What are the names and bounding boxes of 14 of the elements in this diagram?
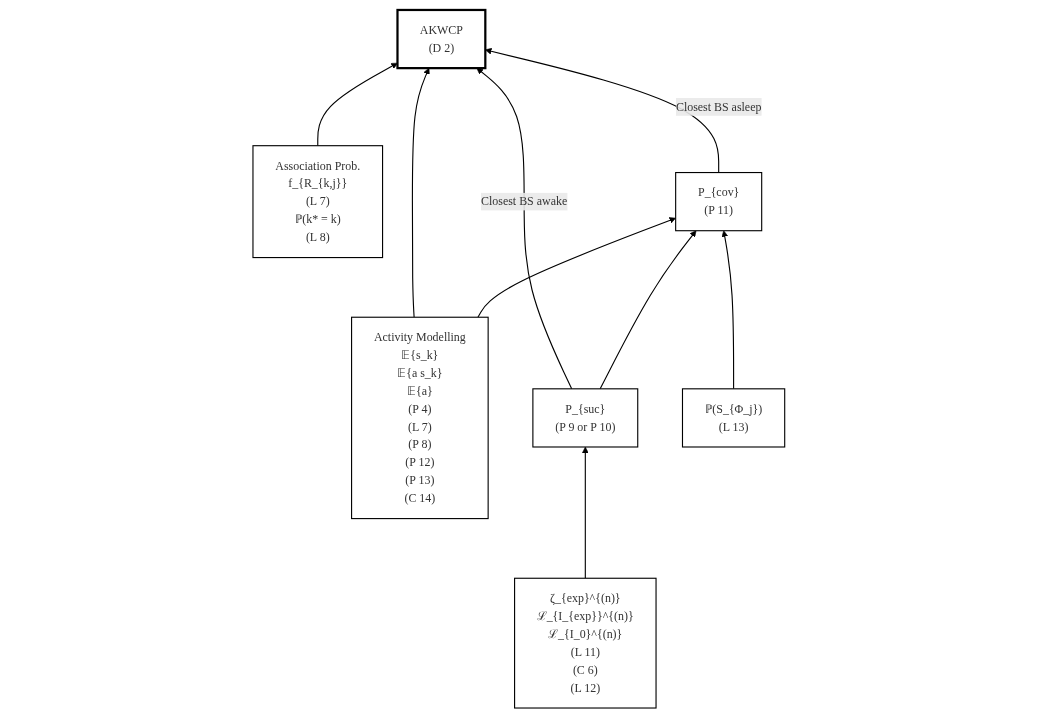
arrow: [721, 230, 735, 390]
edge-label: Closest BS awake: [481, 194, 568, 208]
edge-label: Closest BS asleep: [676, 100, 762, 113]
arrow: [599, 230, 697, 390]
node-box: Association Prob. f_{R_{k,j}} (L 7) ℙ(k* = k) (L 8): [252, 145, 384, 259]
arrow: [485, 48, 720, 174]
node-box: ℙ(S_{Φ_j}) (L 13): [682, 388, 786, 448]
node-box: P_{suc} (P 9 or P 10): [532, 388, 639, 448]
node-box: ζ_{exp}^{(n)} ℒ_{I_{exp}}^{(n)} ℒ_{I_0}^{(n)} (L 11) (C 6) (L 12): [514, 577, 657, 709]
arrow: [317, 62, 398, 147]
node-box: AKWCP (D 2): [396, 8, 487, 70]
node-box: Activity Modelling 𝔼{s_k} 𝔼{a s_k} 𝔼{a} (P 4) (L 7) (P 8) (P 12) (P 13) (C 14): [351, 316, 489, 520]
node-box: P_{cov} (P 11): [675, 172, 763, 232]
arrow: [582, 446, 589, 579]
